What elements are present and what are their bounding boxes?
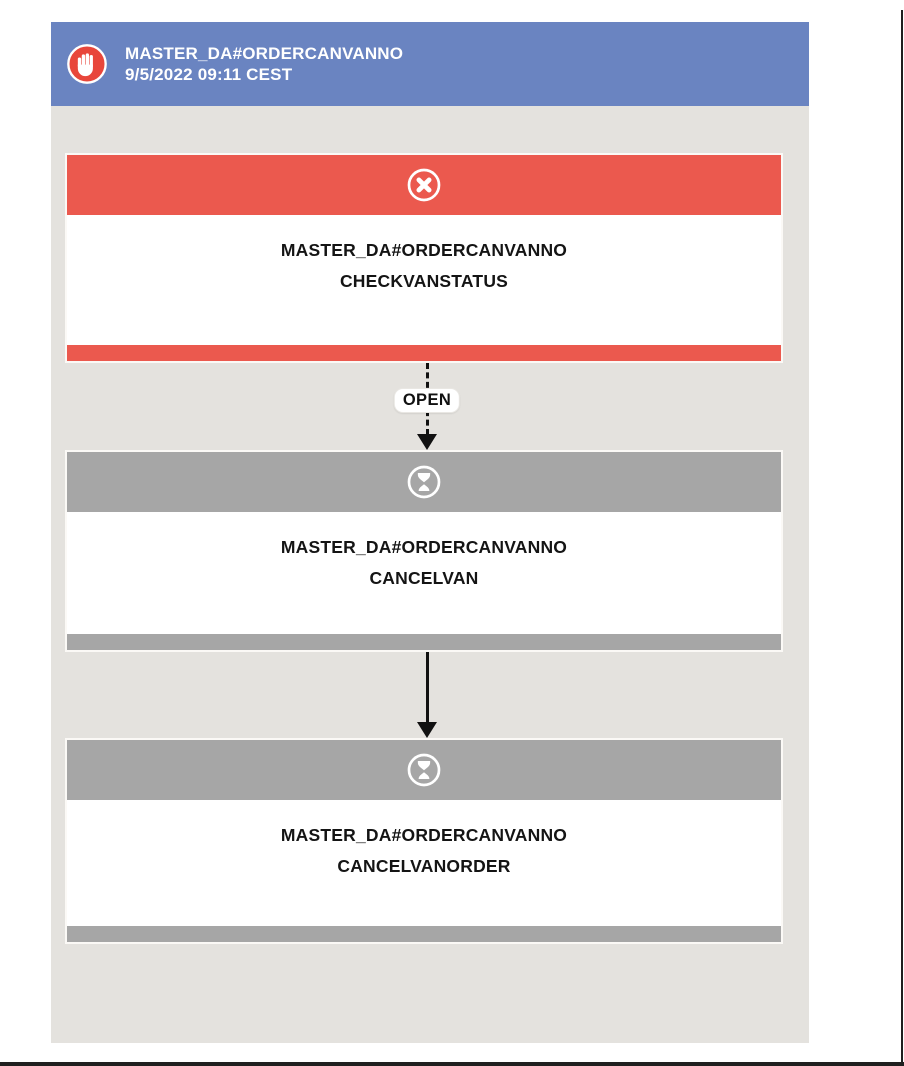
stream-timestamp: 9/5/2022 09:11 CEST — [125, 65, 293, 84]
window-border-bottom — [0, 1062, 904, 1066]
node-job-name: CANCELVANORDER — [337, 856, 511, 876]
stream-title: MASTER_DA#ORDERCANVANNO — [125, 43, 404, 63]
node-status-band — [67, 452, 781, 512]
node-status-band-bottom — [67, 926, 781, 942]
arrowhead-icon — [417, 722, 437, 738]
node-status-band — [67, 740, 781, 800]
job-node-cancelvanorder[interactable]: MASTER_DA#ORDERCANVANNO CANCELVANORDER — [65, 738, 783, 944]
node-label: MASTER_DA#ORDERCANVANNO CANCELVANORDER — [67, 800, 781, 926]
stream-header-text: MASTER_DA#ORDERCANVANNO 9/5/2022 09:11 C… — [125, 43, 403, 86]
blocked-hand-icon — [67, 44, 107, 84]
arrowhead-icon — [417, 434, 437, 450]
node-stream-name: MASTER_DA#ORDERCANVANNO — [280, 825, 568, 845]
window-border-right — [901, 10, 903, 1066]
node-job-name: CANCELVAN — [369, 568, 479, 588]
node-stream-name: MASTER_DA#ORDERCANVANNO — [280, 240, 568, 260]
job-stream-header[interactable]: MASTER_DA#ORDERCANVANNO 9/5/2022 09:11 C… — [51, 22, 809, 106]
hourglass-icon — [407, 753, 441, 787]
node-status-band — [67, 155, 781, 215]
node-label: MASTER_DA#ORDERCANVANNO CHECKVANSTATUS — [67, 215, 781, 345]
job-node-checkvanstatus[interactable]: MASTER_DA#ORDERCANVANNO CHECKVANSTATUS — [65, 153, 783, 363]
dependency-label: OPEN — [394, 389, 460, 412]
node-stream-name: MASTER_DA#ORDERCANVANNO — [280, 537, 568, 557]
error-cross-icon — [407, 168, 441, 202]
hourglass-icon — [407, 465, 441, 499]
node-label: MASTER_DA#ORDERCANVANNO CANCELVAN — [67, 512, 781, 634]
graph-canvas: MASTER_DA#ORDERCANVANNO 9/5/2022 09:11 C… — [51, 22, 809, 1043]
node-status-band-bottom — [67, 634, 781, 650]
dependency-line-solid — [425, 652, 429, 723]
node-status-band-bottom — [67, 345, 781, 361]
node-job-name: CHECKVANSTATUS — [339, 271, 509, 291]
job-node-cancelvan[interactable]: MASTER_DA#ORDERCANVANNO CANCELVAN — [65, 450, 783, 652]
